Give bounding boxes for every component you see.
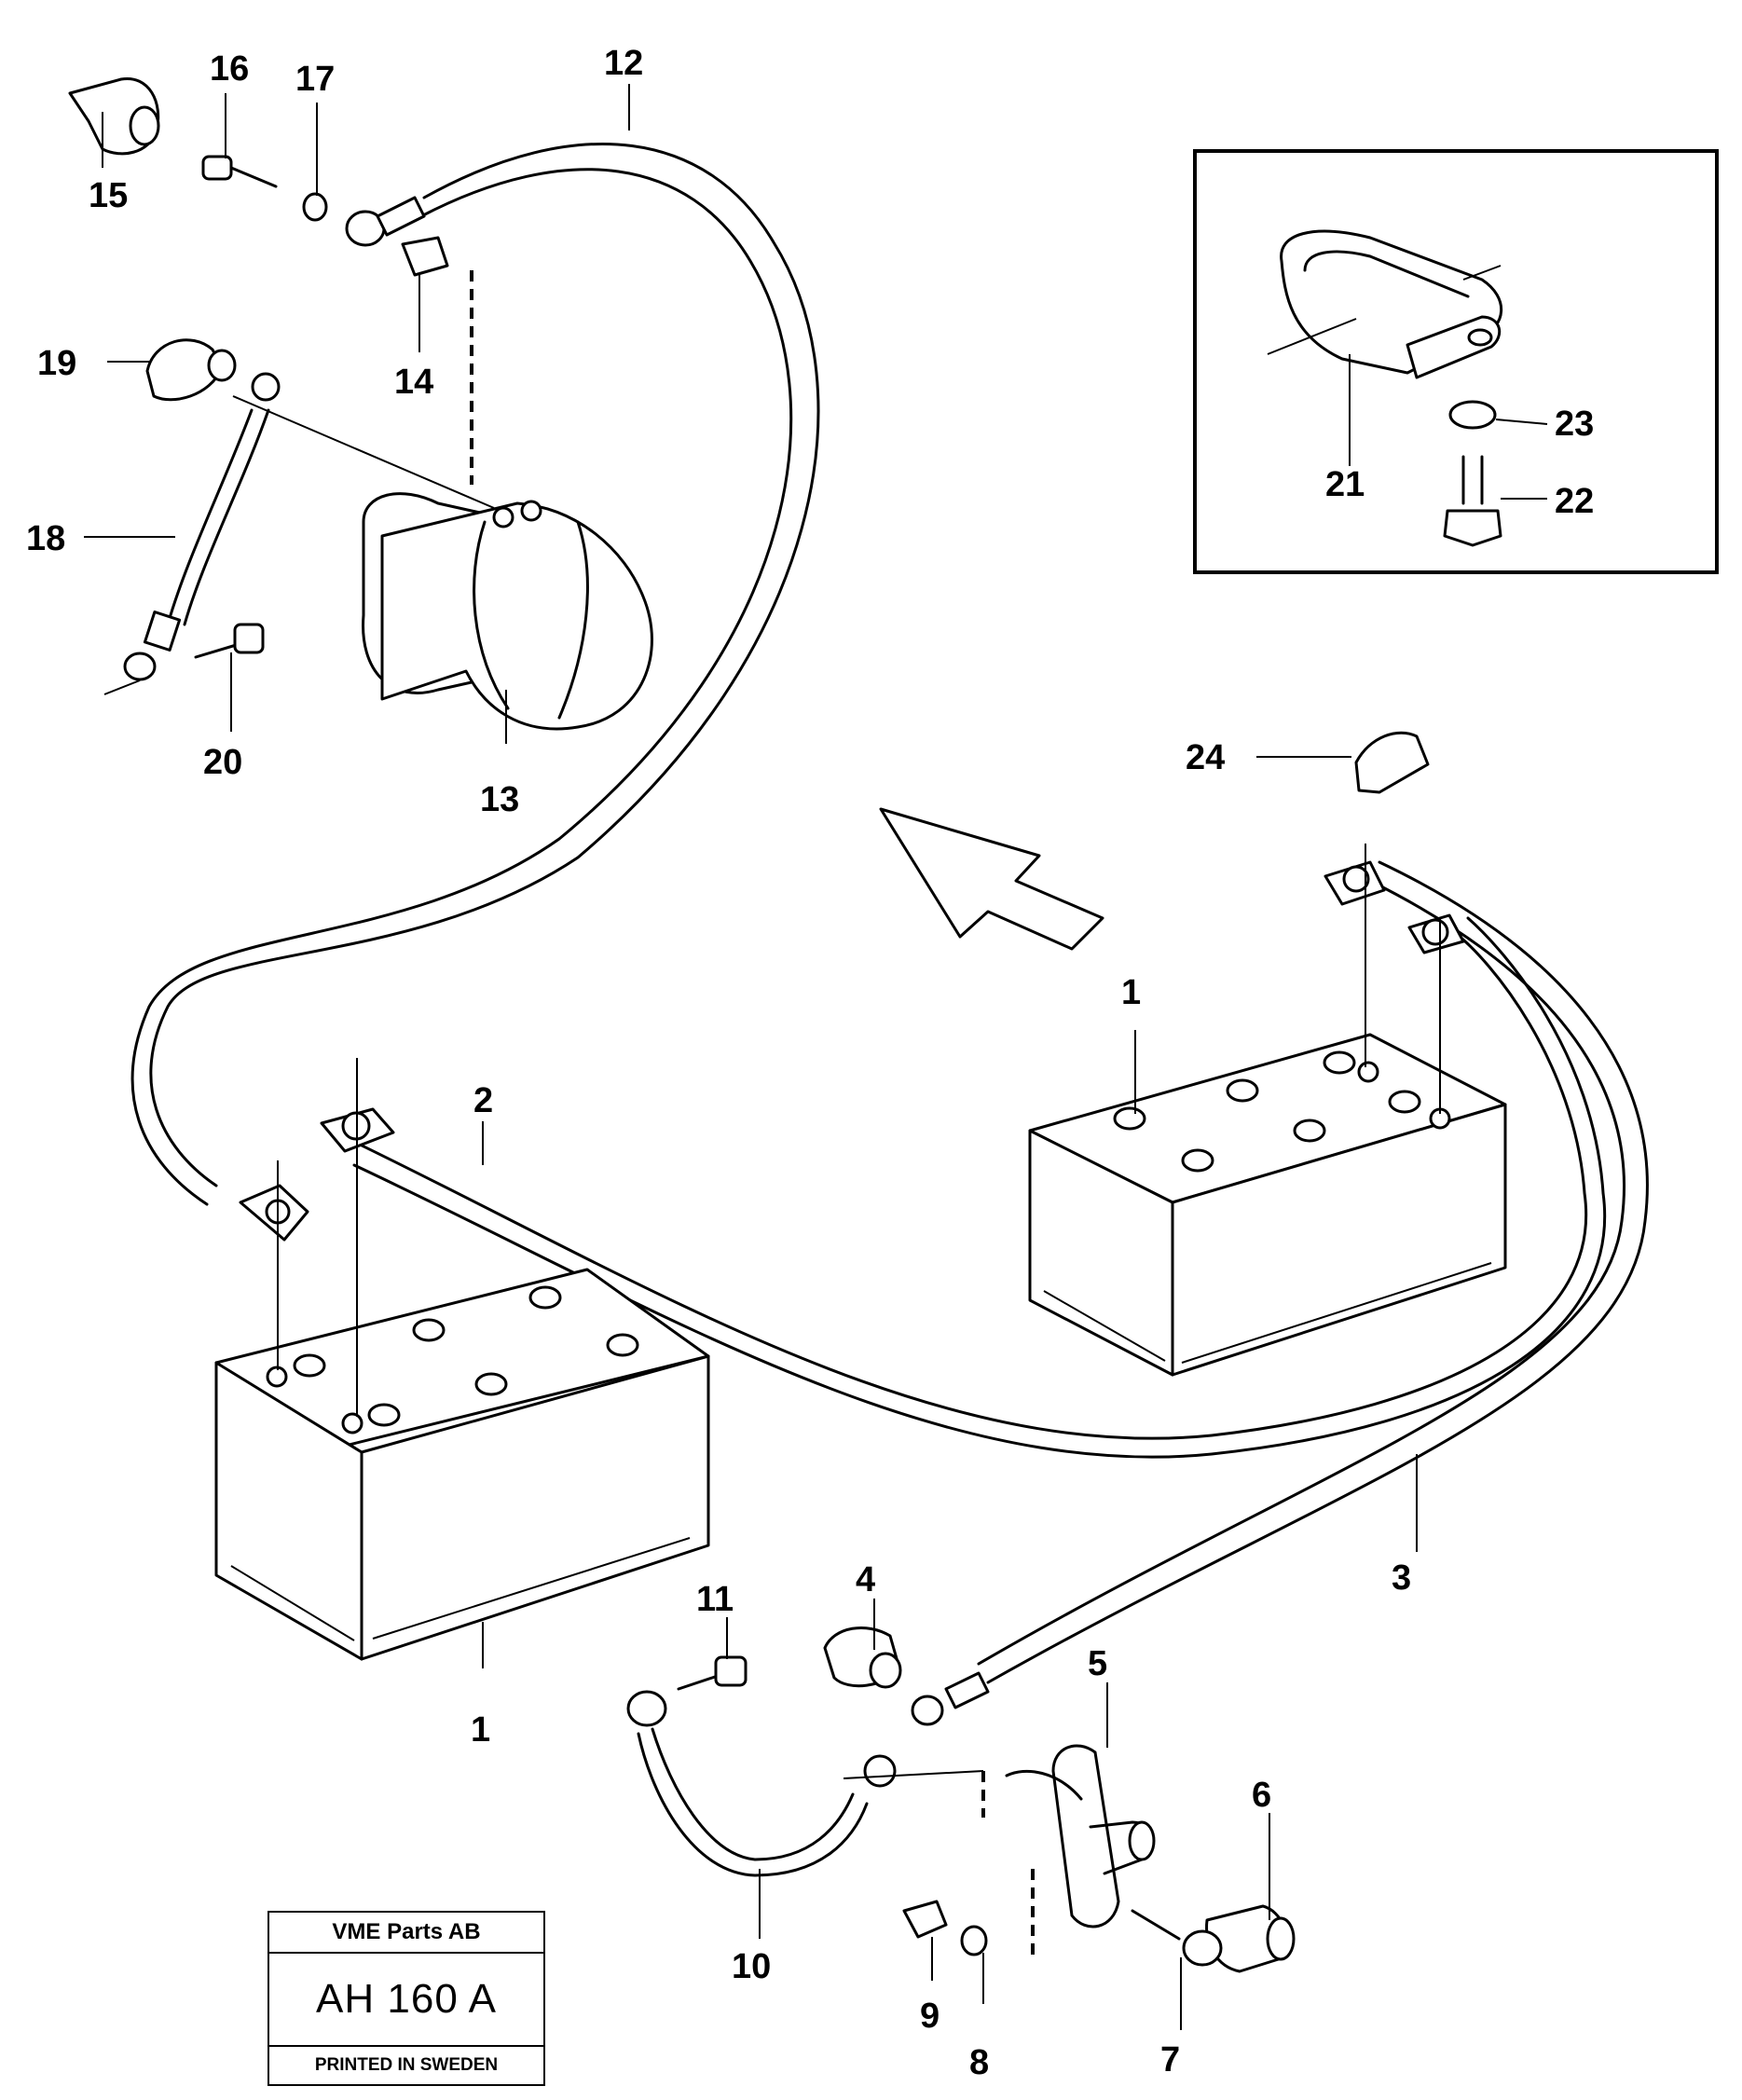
bolt-20 bbox=[194, 623, 265, 659]
callout-9: 9 bbox=[920, 1997, 940, 2036]
nut-14 bbox=[401, 236, 449, 277]
cable-lug-3 bbox=[911, 1671, 990, 1726]
title-block-drawing-number: AH 160 A bbox=[269, 1954, 543, 2047]
callout-2: 2 bbox=[473, 1081, 493, 1120]
washer-23 bbox=[1448, 400, 1497, 430]
washer-8 bbox=[960, 1925, 988, 1956]
washer-17 bbox=[302, 192, 328, 222]
dashed-leaders bbox=[470, 270, 1035, 1957]
terminal-cover-24 bbox=[1354, 731, 1430, 794]
callout-4: 4 bbox=[856, 1560, 875, 1599]
direction-arrow bbox=[879, 807, 1104, 951]
callout-15: 15 bbox=[89, 176, 128, 215]
leader-10-switch bbox=[843, 1770, 984, 1779]
callout-11: 11 bbox=[696, 1580, 734, 1619]
cap-19 bbox=[145, 338, 237, 402]
bolt-16 bbox=[201, 155, 278, 188]
callout-24: 24 bbox=[1186, 738, 1225, 777]
battery-left-caps bbox=[293, 1285, 639, 1427]
callout-5: 5 bbox=[1088, 1644, 1107, 1683]
callout-21: 21 bbox=[1325, 465, 1365, 504]
bolt-11 bbox=[677, 1655, 748, 1691]
cable-2 bbox=[352, 916, 1607, 1459]
callout-labels: 1 1 2 3 4 5 6 7 8 9 10 11 12 13 14 15 16… bbox=[26, 44, 1594, 2082]
cable-lug-12 bbox=[345, 196, 426, 247]
leader-18-ground bbox=[103, 679, 141, 695]
callout-23: 23 bbox=[1555, 405, 1594, 444]
callout-1-right: 1 bbox=[1121, 973, 1141, 1012]
title-block: VME Parts AB AH 160 A PRINTED IN SWEDEN bbox=[267, 1911, 545, 2086]
terminal-clamps bbox=[239, 844, 1465, 1417]
cap-15 bbox=[68, 77, 160, 156]
title-block-company: VME Parts AB bbox=[269, 1913, 543, 1954]
cable-18 bbox=[123, 372, 281, 681]
callout-20: 20 bbox=[203, 743, 242, 782]
switch-5 bbox=[1005, 1744, 1156, 1928]
screw-7 bbox=[1131, 1909, 1223, 1967]
callout-16: 16 bbox=[210, 49, 249, 89]
callout-6: 6 bbox=[1252, 1776, 1271, 1815]
starter-motor bbox=[362, 492, 653, 731]
callout-17: 17 bbox=[295, 60, 335, 99]
callout-22: 22 bbox=[1555, 482, 1594, 521]
battery-right-caps bbox=[1113, 1050, 1421, 1173]
callout-13: 13 bbox=[480, 780, 519, 819]
callout-14: 14 bbox=[394, 363, 433, 402]
callout-19: 19 bbox=[37, 344, 76, 383]
callout-7: 7 bbox=[1160, 2040, 1180, 2079]
bolt-22 bbox=[1443, 455, 1502, 547]
title-block-printed: PRINTED IN SWEDEN bbox=[314, 2055, 499, 2075]
battery-left bbox=[214, 1268, 710, 1661]
cap-4 bbox=[823, 1626, 902, 1689]
callout-8: 8 bbox=[969, 2043, 989, 2082]
battery-right bbox=[1028, 1033, 1507, 1377]
callout-3: 3 bbox=[1392, 1558, 1411, 1598]
cable-3 bbox=[977, 860, 1649, 1684]
leader-19-motor bbox=[232, 395, 495, 509]
callout-18: 18 bbox=[26, 519, 65, 558]
callout-leaders bbox=[84, 84, 1548, 2030]
nut-9 bbox=[902, 1900, 948, 1939]
cable-12 bbox=[130, 143, 820, 1206]
callout-1-left: 1 bbox=[471, 1710, 490, 1750]
callout-12: 12 bbox=[604, 44, 643, 83]
cable-10 bbox=[626, 1690, 897, 1877]
knob-6 bbox=[1205, 1904, 1296, 1973]
inset-detail bbox=[1193, 149, 1719, 574]
callout-10: 10 bbox=[732, 1947, 771, 1986]
